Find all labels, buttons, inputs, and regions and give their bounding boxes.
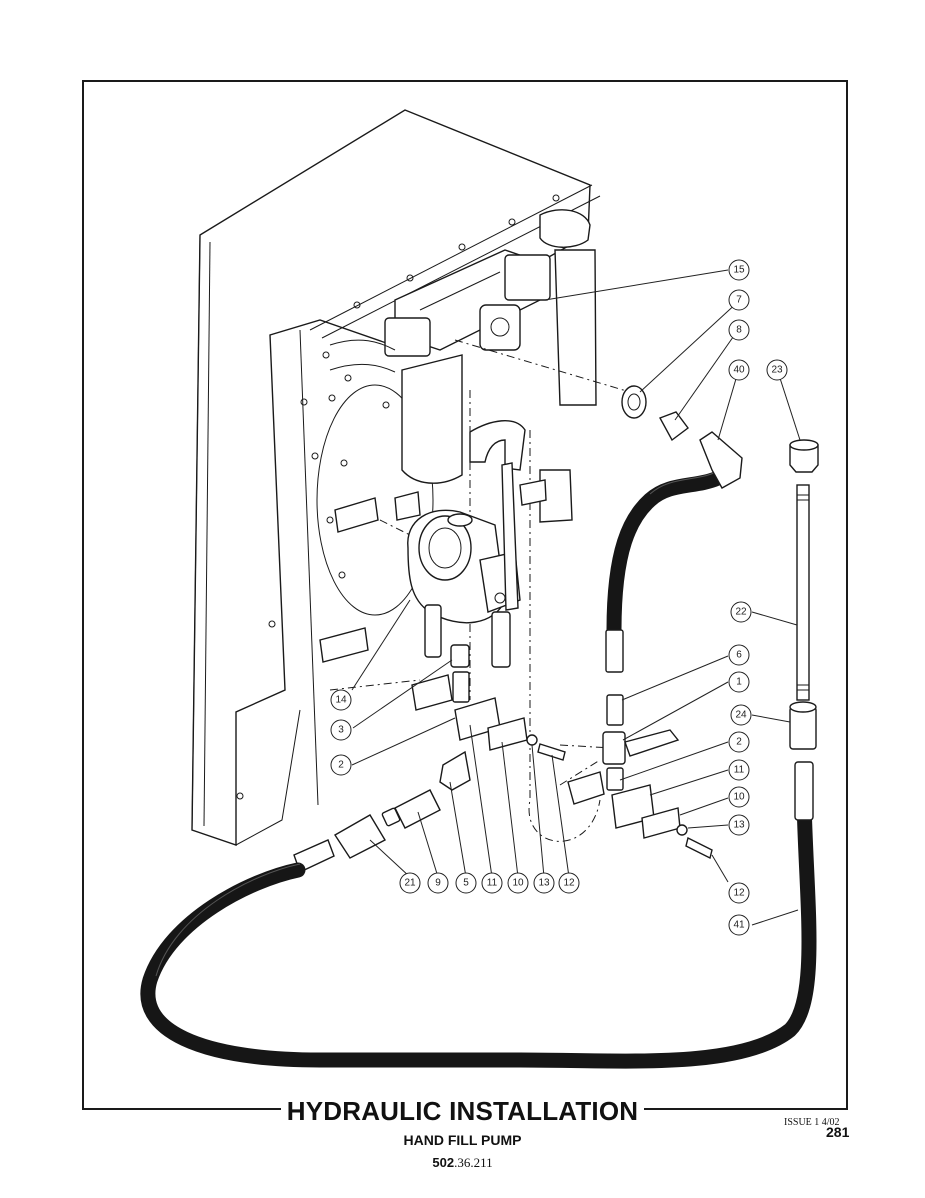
- right-clamp-set: [567, 771, 713, 860]
- hose-fitting-40: [699, 431, 743, 489]
- callout-10-left: 10: [507, 872, 529, 894]
- page-title-wrap: HYDRAULIC INSTALLATION: [0, 1096, 925, 1127]
- svg-text:6: 6: [736, 650, 742, 661]
- part-number-suffix: .36.211: [454, 1155, 493, 1170]
- svg-text:24: 24: [735, 710, 747, 721]
- callout-7: 7: [728, 289, 750, 311]
- callout-11-right: 11: [728, 759, 750, 781]
- callout-12-right: 12: [728, 882, 750, 904]
- valve-1: [602, 729, 680, 791]
- issue-label: ISSUE 1 4/02: [784, 1117, 840, 1128]
- hose-end-40: [605, 629, 624, 673]
- fitting-6: [606, 694, 624, 726]
- svg-text:14: 14: [335, 695, 347, 706]
- cap-23: [789, 439, 819, 473]
- callout-2-right: 2: [728, 731, 750, 753]
- coupling-24: [789, 701, 817, 750]
- coupler-21: [293, 814, 386, 873]
- callout-41: 41: [728, 914, 750, 936]
- callout-12-left: 12: [558, 872, 580, 894]
- svg-text:41: 41: [733, 920, 745, 931]
- hand-pump: [407, 420, 526, 668]
- fitting-7: [621, 385, 647, 419]
- callout-8: 8: [728, 319, 750, 341]
- callout-14: 14: [330, 689, 352, 711]
- callout-21: 21: [399, 872, 421, 894]
- svg-text:23: 23: [771, 365, 783, 376]
- page-title: HYDRAULIC INSTALLATION: [280, 1096, 645, 1127]
- callout-11-left: 11: [481, 872, 503, 894]
- hose-end-41: [794, 761, 814, 821]
- leader-lines: [351, 269, 801, 926]
- svg-text:12: 12: [733, 888, 745, 899]
- svg-text:10: 10: [733, 792, 745, 803]
- svg-text:11: 11: [487, 878, 498, 889]
- svg-text:13: 13: [733, 820, 745, 831]
- brackets: [319, 469, 573, 663]
- svg-text:15: 15: [733, 265, 745, 276]
- svg-text:3: 3: [338, 725, 344, 736]
- tube-22: [796, 484, 810, 701]
- svg-text:22: 22: [735, 607, 747, 618]
- coupler-9: [381, 789, 441, 829]
- callout-13-left: 13: [533, 872, 555, 894]
- svg-text:13: 13: [538, 878, 550, 889]
- callout-3: 3: [330, 719, 352, 741]
- page-number: 281: [826, 1124, 850, 1140]
- callout-6: 6: [728, 644, 750, 666]
- svg-text:7: 7: [736, 295, 742, 306]
- callout-15: 15: [728, 259, 750, 281]
- fitting-8: [658, 411, 689, 442]
- callout-2-left: 2: [330, 754, 352, 776]
- return-hose-40: [606, 470, 726, 638]
- svg-text:2: 2: [338, 760, 344, 771]
- valve-block: [329, 209, 597, 484]
- part-number: 502.36.211: [0, 1155, 925, 1171]
- callout-40: 40: [728, 359, 750, 381]
- callout-9: 9: [427, 872, 449, 894]
- part-number-prefix: 502: [432, 1155, 455, 1170]
- svg-text:40: 40: [733, 365, 745, 376]
- tank-assembly: [191, 109, 601, 846]
- callout-24: 24: [730, 704, 752, 726]
- svg-text:21: 21: [404, 878, 416, 889]
- page-subtitle: HAND FILL PUMP: [403, 1132, 522, 1148]
- callout-1: 1: [728, 671, 750, 693]
- svg-text:10: 10: [512, 878, 524, 889]
- callout-13-right: 13: [728, 814, 750, 836]
- svg-text:2: 2: [736, 737, 742, 748]
- svg-text:8: 8: [736, 325, 742, 336]
- svg-text:1: 1: [736, 677, 742, 688]
- svg-text:9: 9: [435, 878, 441, 889]
- callout-22: 22: [730, 601, 752, 623]
- svg-text:5: 5: [463, 878, 469, 889]
- left-clamp-set: [411, 644, 566, 791]
- svg-text:12: 12: [563, 878, 575, 889]
- callout-5: 5: [455, 872, 477, 894]
- svg-text:11: 11: [734, 765, 745, 776]
- callout-23: 23: [766, 359, 788, 381]
- callout-10-right: 10: [728, 786, 750, 808]
